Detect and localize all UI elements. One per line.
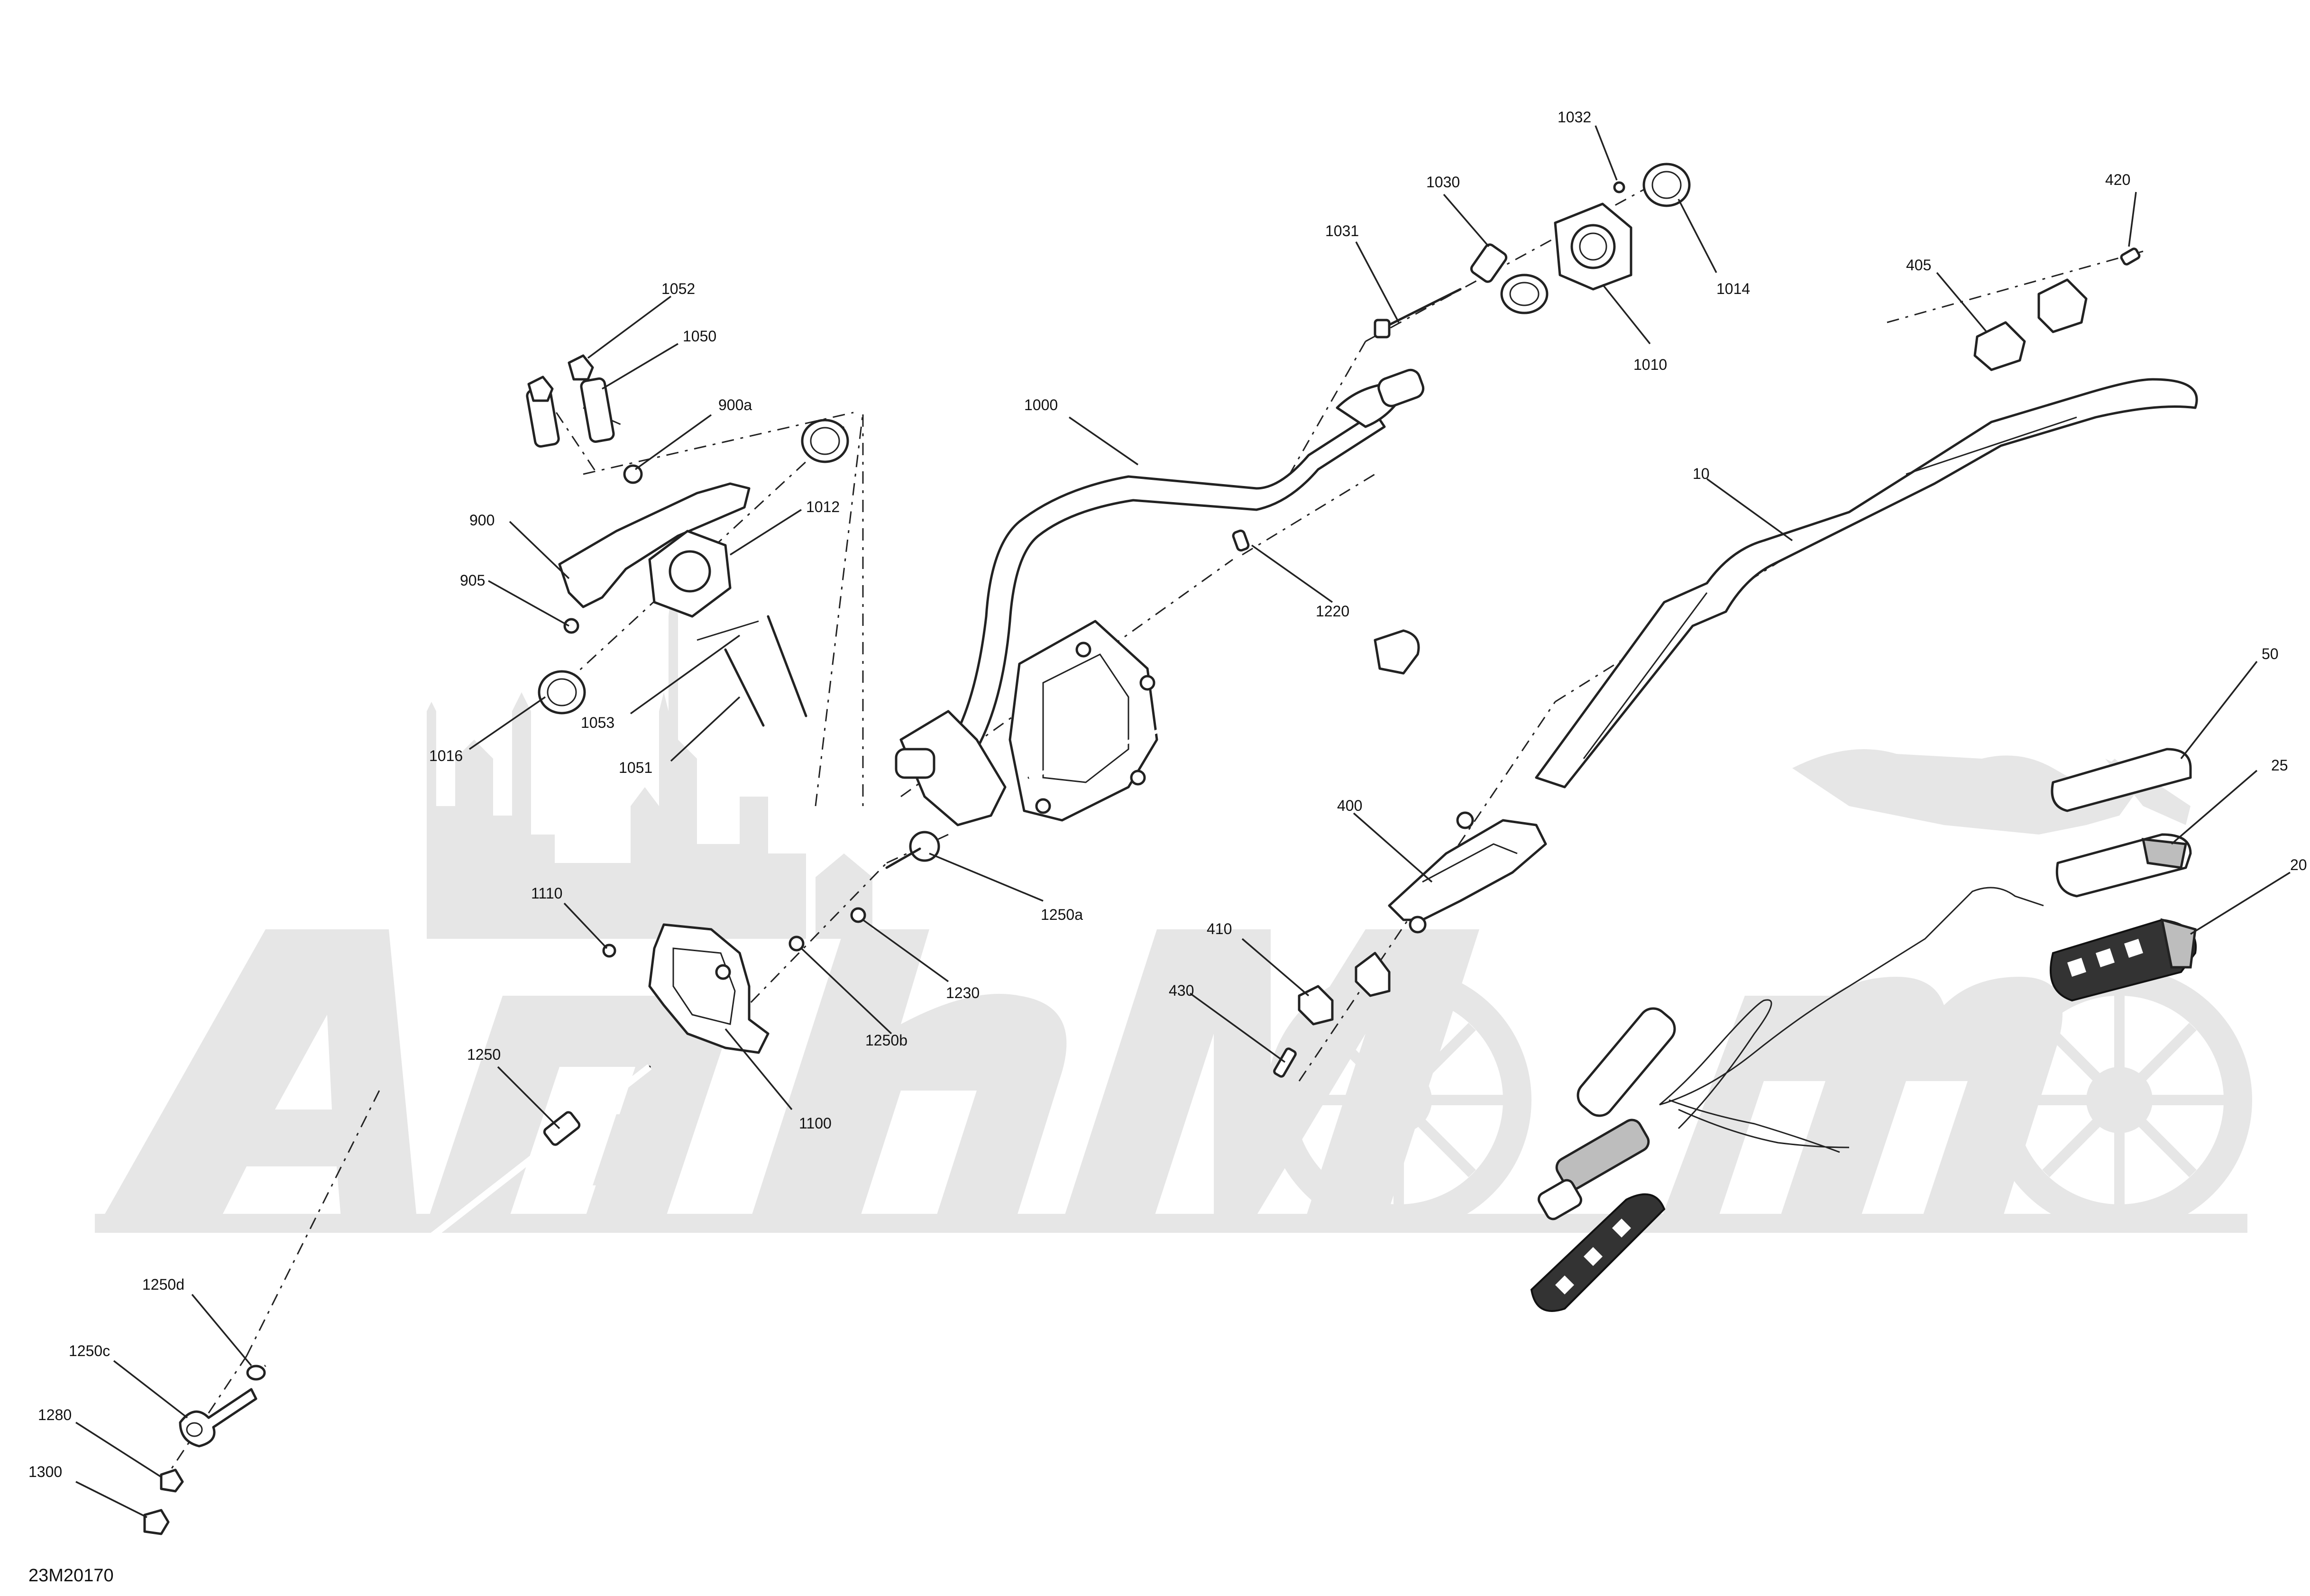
washer-1250b [788, 936, 805, 952]
callout-1280: 1280 [38, 1406, 72, 1423]
bolt-1031 [1383, 288, 1462, 329]
handlebar-1000 [952, 411, 1386, 751]
bracket-900 [558, 482, 751, 608]
nut-1280 [160, 1468, 184, 1493]
callout-1220: 1220 [1316, 603, 1349, 620]
grip-50 [2051, 748, 2192, 812]
sleeve-1050 [580, 377, 615, 443]
reference-code: 23M20170 [28, 1566, 114, 1586]
callout-1053: 1053 [581, 714, 614, 731]
callout-430: 430 [1169, 982, 1194, 999]
bushing-1250d [246, 1365, 266, 1381]
callout-400: 400 [1337, 797, 1362, 814]
callout-900a: 900a [718, 396, 752, 413]
callout-1010: 1010 [1633, 356, 1667, 373]
callout-1250: 1250 [467, 1046, 501, 1063]
callout-20: 20 [2290, 856, 2307, 873]
callout-1250b: 1250b [865, 1032, 908, 1049]
callout-410: 410 [1207, 920, 1232, 937]
callout-1250c: 1250c [69, 1342, 110, 1359]
callout-1250a: 1250a [1041, 906, 1083, 923]
callout-420: 420 [2105, 171, 2130, 188]
callout-25: 25 [2271, 757, 2288, 774]
callout-1032: 1032 [1558, 109, 1591, 126]
clamp-405 [1973, 321, 2026, 371]
bushing-1016 [538, 670, 586, 715]
callout-1030: 1030 [1426, 174, 1460, 191]
bushing-1014 [1642, 163, 1691, 207]
callout-1100: 1100 [799, 1115, 832, 1132]
callout-50: 50 [2262, 645, 2279, 662]
steering-mount [899, 710, 1007, 826]
callout-1012: 1012 [806, 498, 840, 515]
callout-1016: 1016 [429, 747, 463, 764]
callout-labels: 1032 1030 1031 1014 1010 420 405 1052 10… [28, 109, 2307, 1480]
nut-1052 [568, 354, 594, 381]
bolt-420 [2120, 248, 2141, 266]
callout-1051: 1051 [619, 759, 652, 776]
bracket-400 [1388, 819, 1547, 921]
spacer-1030 [1470, 243, 1508, 283]
callout-1230: 1230 [946, 984, 980, 1001]
callout-905: 905 [460, 572, 485, 589]
watermark [95, 569, 2252, 1233]
callout-1014: 1014 [1716, 280, 1750, 297]
callout-1250d: 1250d [142, 1276, 184, 1293]
callout-1050: 1050 [683, 328, 716, 345]
nut-1300 [143, 1509, 170, 1535]
callout-900: 900 [469, 512, 495, 529]
nut-1230 [850, 907, 866, 923]
callout-1052: 1052 [661, 280, 695, 297]
callout-1000: 1000 [1024, 396, 1058, 413]
rod-end-1250c [179, 1388, 257, 1448]
callout-405: 405 [1906, 257, 1931, 274]
ball-joint-1250a [909, 831, 940, 862]
parts [143, 163, 2198, 1535]
callout-10: 10 [1693, 465, 1710, 482]
housing-1100 [648, 923, 770, 1054]
grip-lower-1 [1577, 1007, 1676, 1117]
callout-1110: 1110 [531, 885, 562, 902]
handlebar-10 [1535, 378, 2198, 789]
bolt-1051 [724, 648, 765, 727]
leader-lines [75, 125, 2291, 1518]
callout-1031: 1031 [1325, 222, 1359, 239]
callout-1300: 1300 [28, 1463, 62, 1480]
bolt-430 [1273, 1047, 1297, 1078]
wire-harness [1659, 887, 2044, 1153]
